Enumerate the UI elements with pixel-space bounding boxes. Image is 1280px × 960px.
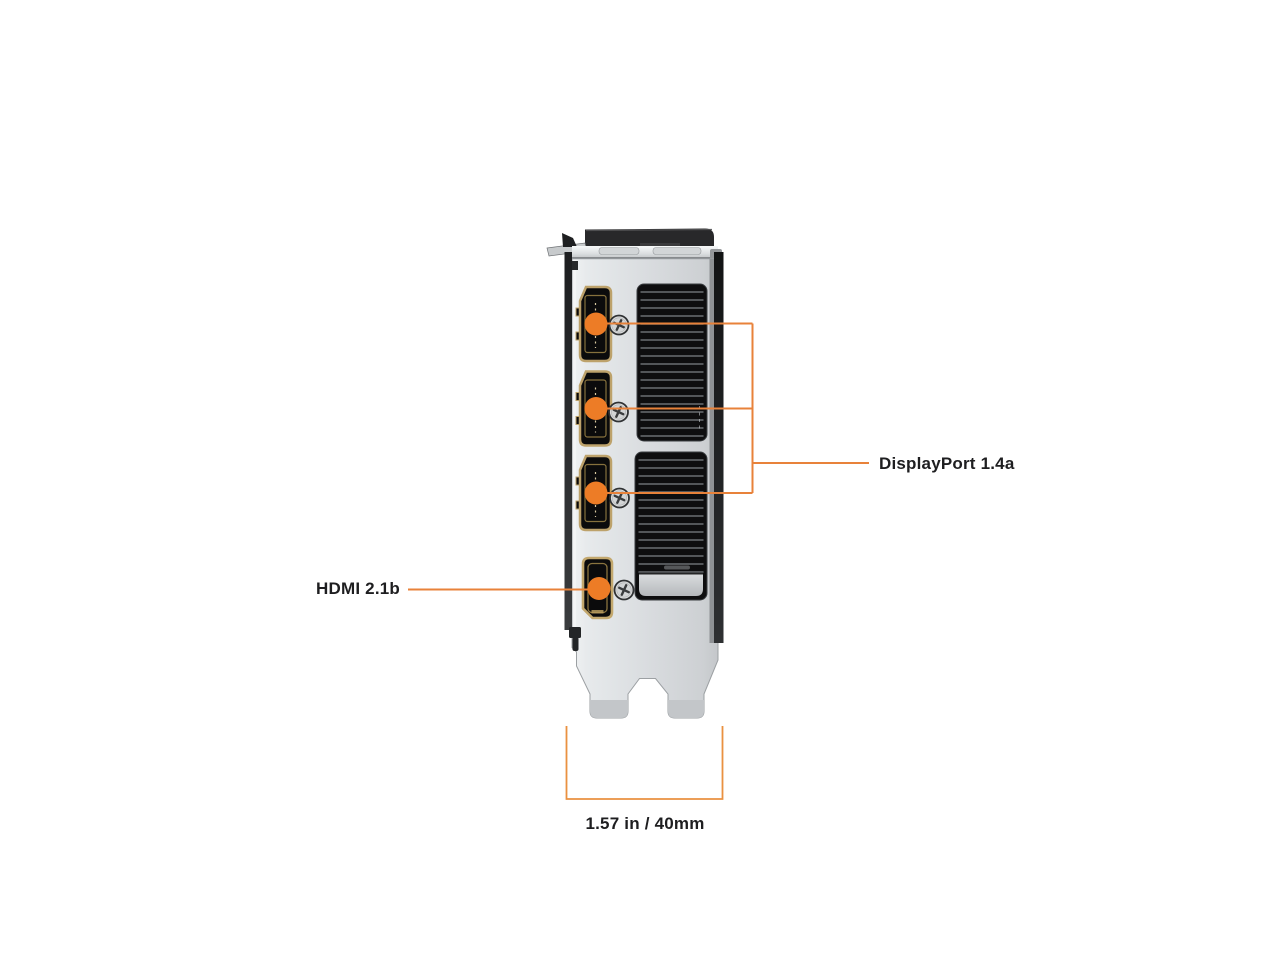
vent-grille-top bbox=[636, 283, 708, 442]
vent-grille-bottom bbox=[634, 451, 708, 601]
displayport-callout-lines bbox=[596, 322, 869, 494]
port-marker-dot-hdmi bbox=[587, 577, 611, 600]
screw-icon-2 bbox=[607, 401, 630, 423]
bracket-retention-hook bbox=[562, 233, 577, 247]
screw-icon-1 bbox=[608, 314, 630, 336]
dimension-bracket-line bbox=[565, 726, 724, 800]
bracket-top-shroud bbox=[585, 228, 714, 247]
port-marker-dot-dp3 bbox=[584, 481, 608, 505]
bracket-right-edge bbox=[709, 252, 724, 643]
screw-icon-4 bbox=[613, 579, 635, 601]
port-marker-dot-dp1 bbox=[584, 312, 608, 336]
bracket-top-fold bbox=[572, 246, 718, 259]
port-marker-dot-dp2 bbox=[584, 397, 608, 420]
screw-icon-3 bbox=[608, 487, 631, 509]
bracket-left-edge bbox=[564, 252, 581, 651]
hdmi-callout-label: HDMI 2.1b bbox=[316, 579, 400, 598]
bracket-left-highlight bbox=[573, 260, 576, 645]
displayport-callout-label: DisplayPort 1.4a bbox=[879, 454, 1015, 473]
bracket-feet-shading bbox=[590, 700, 704, 718]
dimension-label: 1.57 in / 40mm bbox=[585, 814, 705, 833]
